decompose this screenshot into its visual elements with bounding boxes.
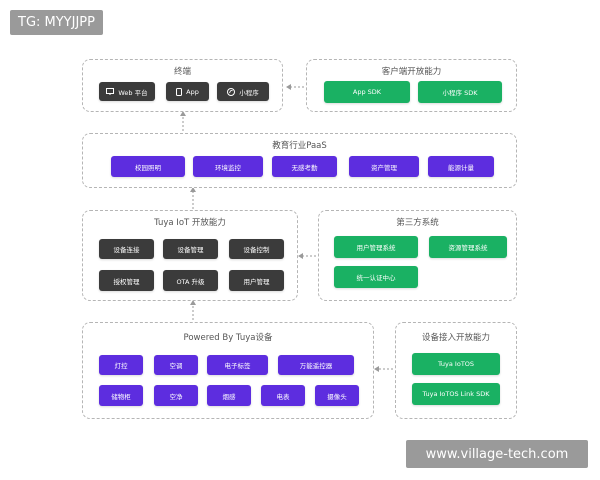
iot-title: Tuya IoT 开放能力 <box>154 218 226 228</box>
arrowhead-iot <box>190 300 196 305</box>
watermark-top: TG: MYYJJPP <box>10 10 103 35</box>
paas-item-3: 资产管理 <box>349 156 419 177</box>
arrowhead-terminal <box>180 111 186 116</box>
device-item-2: 电子标签 <box>207 355 268 375</box>
devices-title: Powered By Tuya设备 <box>183 333 273 343</box>
arrowhead-paas <box>190 187 196 192</box>
arrowhead-access <box>374 366 379 372</box>
third-party-item-0: 用户管理系统 <box>334 236 418 258</box>
iot-item-1: 设备管理 <box>163 239 218 259</box>
phone-icon <box>176 87 183 96</box>
mini-program-sdk-chip: 小程序 SDK <box>418 81 502 103</box>
access-item-0: Tuya IoTOS <box>412 353 500 375</box>
iot-box: Tuya IoT 开放能力 设备连接 设备管理 设备控制 授权管理 OTA 升级… <box>82 210 298 301</box>
access-title: 设备接入开放能力 <box>421 333 490 343</box>
paas-title: 教育行业PaaS <box>272 141 327 151</box>
mini-program-icon <box>227 87 236 96</box>
terminal-web-chip: Web 平台 <box>99 82 155 101</box>
terminal-mini-label: 小程序 <box>239 88 259 97</box>
app-sdk-chip: App SDK <box>324 81 410 103</box>
third-party-item-2: 统一认证中心 <box>334 266 418 288</box>
device-item-7: 电表 <box>261 385 305 406</box>
device-item-8: 摄像头 <box>315 385 359 406</box>
third-party-box: 第三方系统 用户管理系统 资源管理系统 统一认证中心 <box>318 210 517 301</box>
client-capability-box: 客户端开放能力 App SDK 小程序 SDK <box>306 59 517 112</box>
watermark-bottom: www.village-tech.com <box>406 440 588 468</box>
paas-item-4: 能源计量 <box>428 156 494 177</box>
device-item-5: 空净 <box>154 385 198 406</box>
paas-box: 教育行业PaaS 校园照明 环境监控 无感考勤 资产管理 能源计量 <box>82 133 517 188</box>
terminal-app-label: App <box>186 87 199 96</box>
terminal-app-chip: App <box>166 82 209 101</box>
terminal-mini-chip: 小程序 <box>217 82 269 101</box>
iot-item-0: 设备连接 <box>99 239 154 259</box>
iot-item-2: 设备控制 <box>229 239 284 259</box>
arrowhead-client <box>286 84 291 90</box>
paas-item-1: 环境监控 <box>193 156 263 177</box>
client-capability-title: 客户端开放能力 <box>381 67 442 77</box>
iot-item-5: 用户管理 <box>229 270 284 291</box>
terminal-title: 终端 <box>173 67 191 77</box>
arrowhead-thirdparty <box>298 253 303 259</box>
paas-item-0: 校园照明 <box>111 156 185 177</box>
monitor-icon <box>106 88 115 95</box>
device-item-1: 空调 <box>154 355 198 375</box>
terminal-web-label: Web 平台 <box>118 88 148 97</box>
device-item-3: 万能遥控器 <box>278 355 354 375</box>
iot-item-4: OTA 升级 <box>163 270 218 291</box>
device-item-6: 烟感 <box>207 385 251 406</box>
device-item-4: 储物柜 <box>99 385 143 406</box>
terminal-box: 终端 Web 平台 App 小程序 <box>82 59 283 112</box>
paas-item-2: 无感考勤 <box>272 156 337 177</box>
devices-box: Powered By Tuya设备 灯控 空调 电子标签 万能遥控器 储物柜 空… <box>82 322 374 419</box>
device-item-0: 灯控 <box>99 355 143 375</box>
access-item-1: Tuya IoTOS Link SDK <box>412 383 500 405</box>
third-party-title: 第三方系统 <box>396 218 439 228</box>
iot-item-3: 授权管理 <box>99 270 154 291</box>
access-box: 设备接入开放能力 Tuya IoTOS Tuya IoTOS Link SDK <box>395 322 517 419</box>
third-party-item-1: 资源管理系统 <box>429 236 507 258</box>
